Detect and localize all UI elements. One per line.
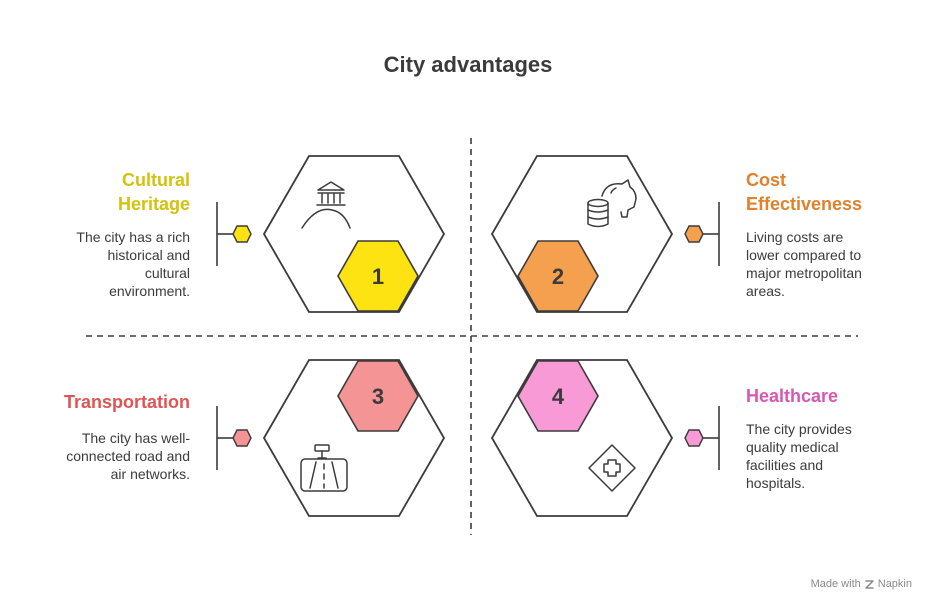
- description-cost-effectiveness: Living costs are lower compared to major…: [746, 229, 862, 299]
- number-hexagon-1: 1: [337, 240, 419, 312]
- connector-1: [216, 202, 252, 266]
- medical-cross-icon: [588, 444, 636, 492]
- number-hexagon-4: 4: [517, 360, 599, 432]
- number-hexagon-2: 2: [517, 240, 599, 312]
- heading-healthcare: Healthcare: [746, 386, 839, 406]
- svg-text:3: 3: [372, 384, 384, 409]
- museum-icon: [301, 181, 351, 229]
- footer-made-with: Made with: [810, 578, 861, 590]
- heading-transportation: Transportation: [63, 392, 190, 412]
- svg-text:2: 2: [552, 264, 564, 289]
- description-healthcare: The city provides quality medical facili…: [746, 421, 852, 491]
- svg-text:1: 1: [372, 264, 384, 289]
- connector-2: [684, 202, 720, 266]
- diagram-title: City advantages: [383, 52, 553, 77]
- number-hexagon-3: 3: [337, 360, 419, 432]
- road-airport-icon: [300, 444, 348, 492]
- svg-text:4: 4: [552, 384, 565, 409]
- footer-brand: Napkin: [877, 578, 912, 590]
- heading-cost-effectiveness: Cost Effectiveness: [746, 170, 863, 214]
- napkin-logo-icon: [865, 579, 874, 589]
- heading-cultural-heritage: Cultural Heritage: [117, 170, 190, 214]
- made-with-napkin-footer: Made with Napkin: [811, 578, 912, 590]
- connector-4: [684, 406, 720, 470]
- description-cultural-heritage: The city has a rich historical and cultu…: [76, 229, 190, 299]
- connector-3: [216, 406, 252, 470]
- piggy-bank-coins-icon: [587, 179, 637, 228]
- description-transportation: The city has well- connected road and ai…: [66, 430, 190, 482]
